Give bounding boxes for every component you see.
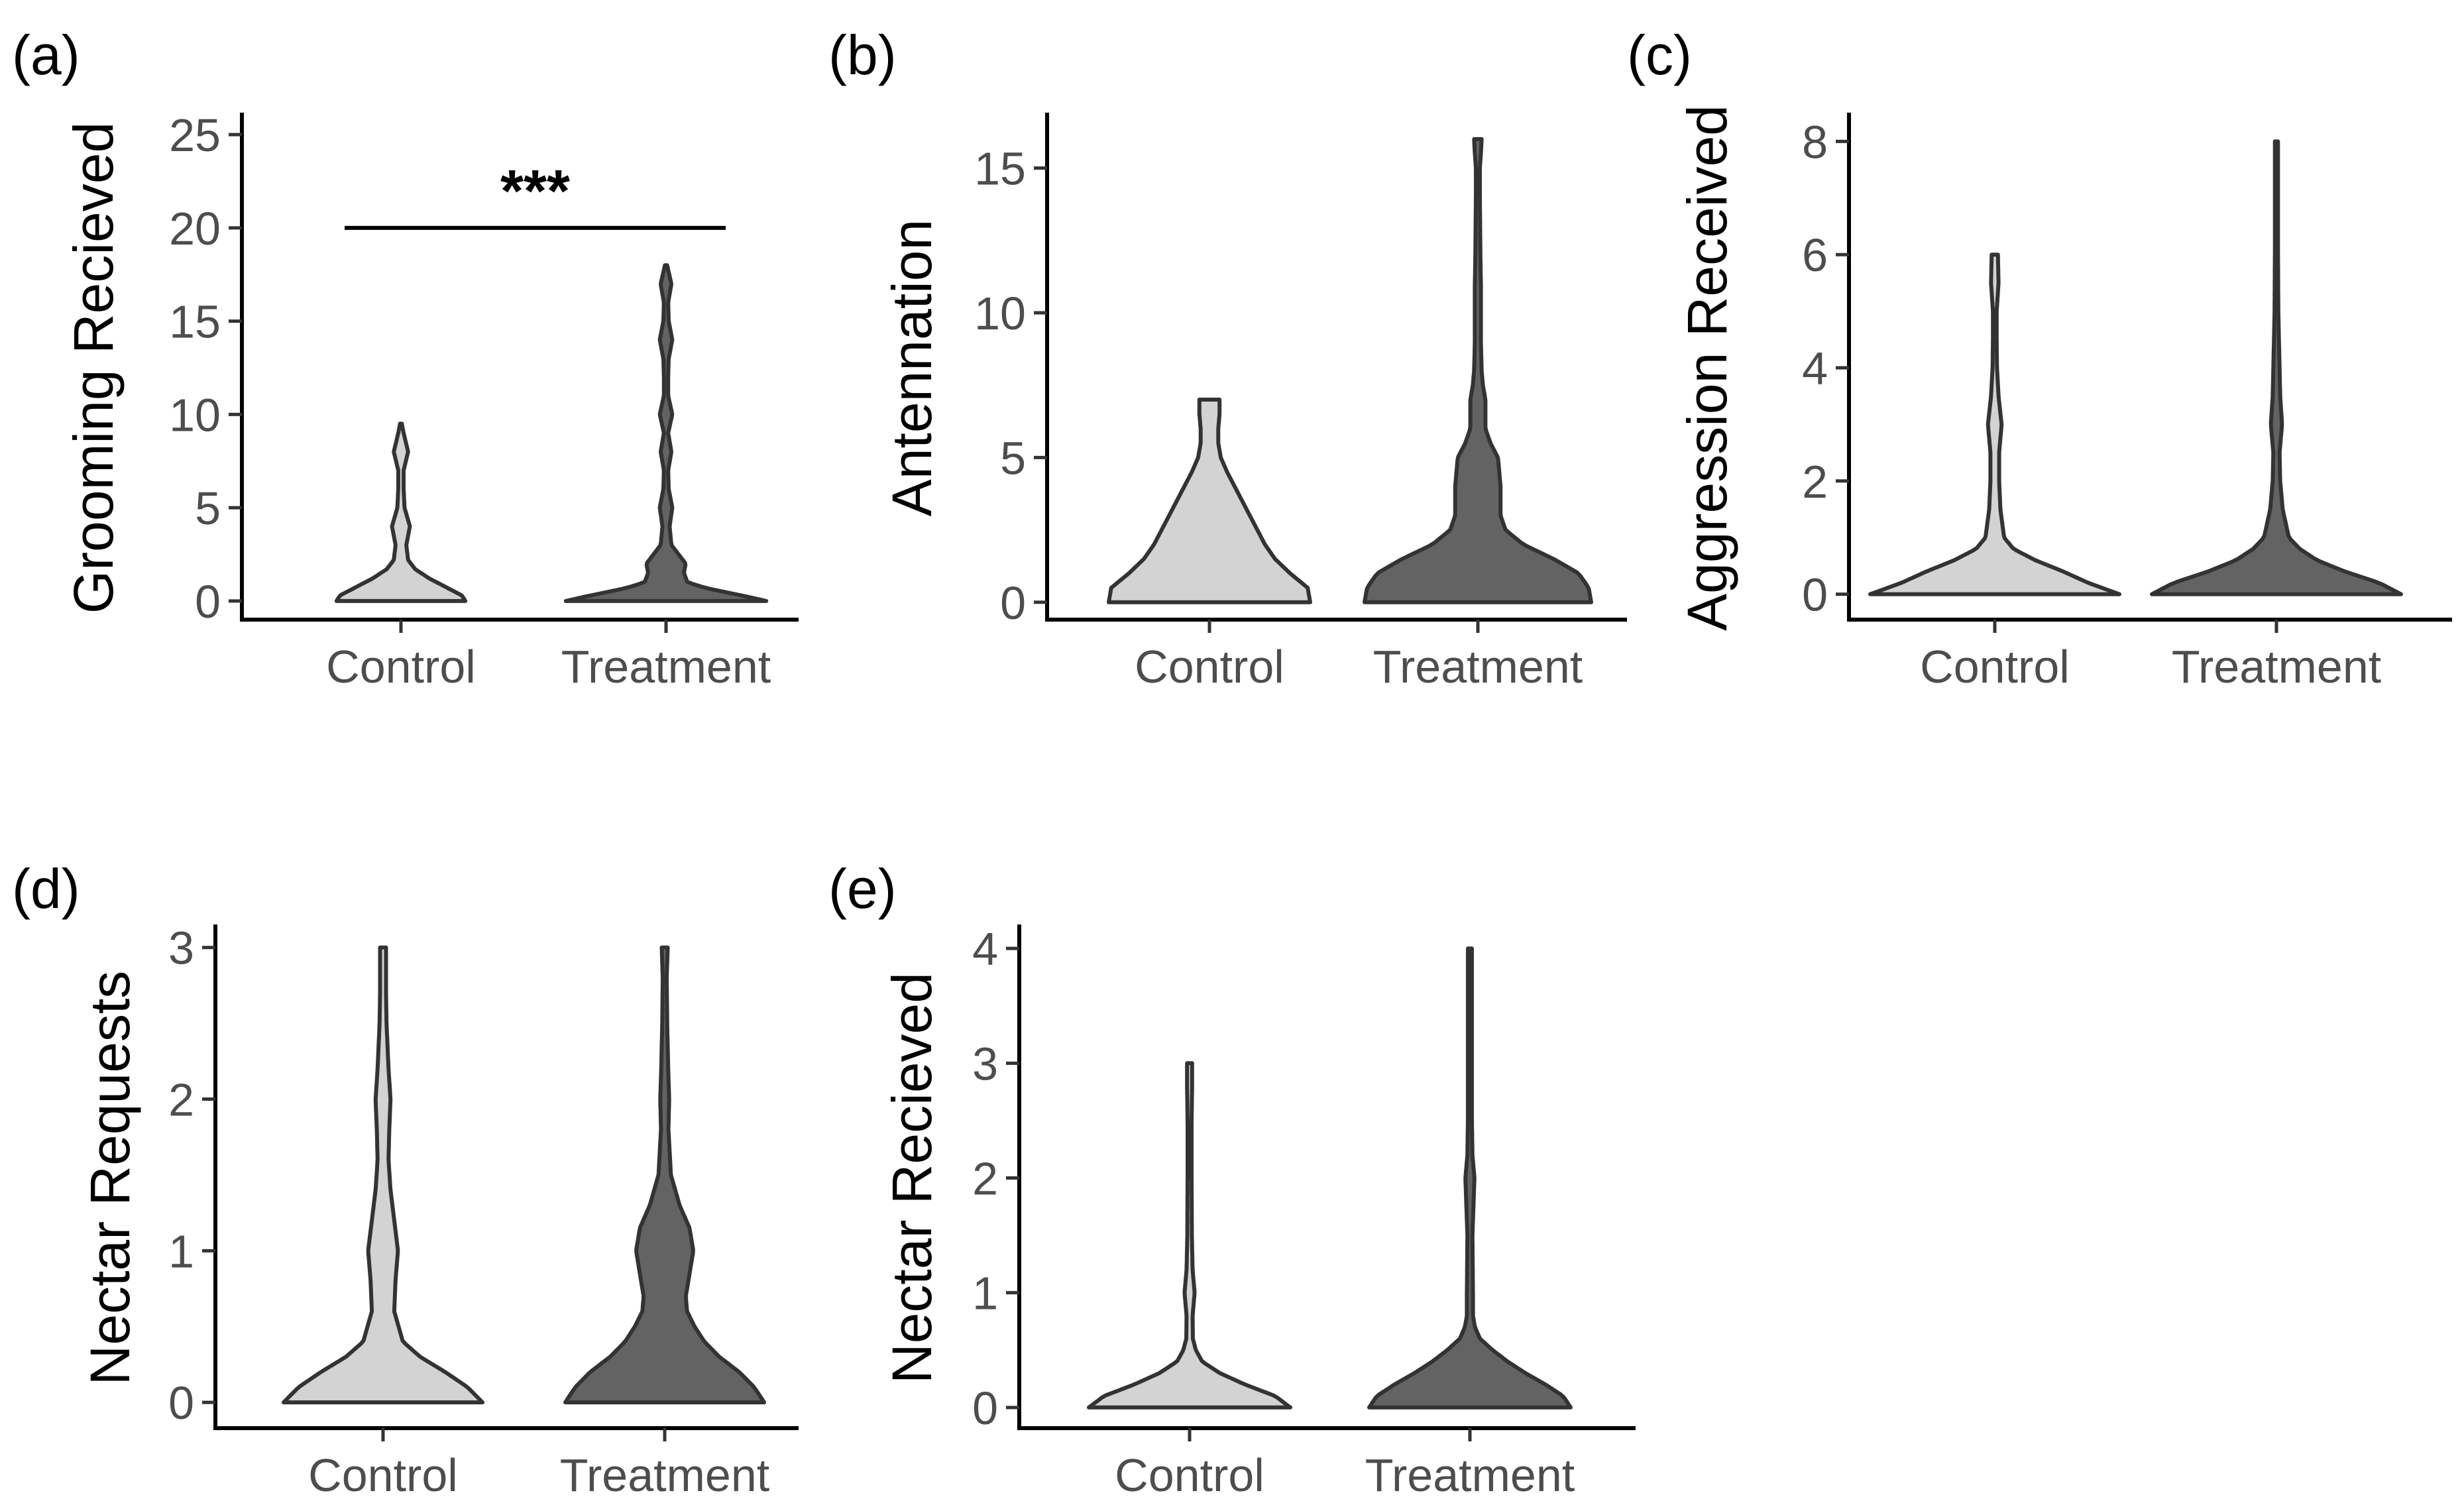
violin-control [282, 945, 484, 1405]
y-tick-label: 1 [972, 1268, 998, 1319]
y-tick-label: 15 [974, 143, 1026, 195]
y-tick-label: 0 [972, 1382, 998, 1434]
x-tick-label: Treatment [1373, 641, 1583, 693]
y-axis-label: Nectar Recieved [881, 972, 943, 1384]
y-tick-label: 0 [1802, 569, 1828, 621]
y-tick-label: 3 [972, 1038, 998, 1089]
y-tick-label: 2 [1802, 456, 1828, 508]
panel-letter: (a) [12, 24, 80, 86]
x-tick-label: Control [326, 641, 476, 693]
y-axis-label: Nectar Requests [79, 971, 141, 1386]
x-tick-label: Control [308, 1449, 458, 1501]
y-tick-label: 2 [168, 1074, 194, 1126]
y-tick-label: 3 [168, 922, 194, 974]
x-tick-label: Treatment [2172, 641, 2381, 693]
violin-treatment [563, 945, 766, 1405]
violin-control [1107, 398, 1312, 604]
violin-control [1087, 1061, 1292, 1410]
y-tick-label: 15 [169, 296, 221, 348]
y-tick-label: 10 [169, 389, 221, 441]
panel-letter: (b) [828, 24, 897, 86]
panel-letter: (c) [1627, 24, 1692, 86]
y-axis-label: Antennation [881, 219, 943, 516]
y-tick-label: 0 [168, 1377, 194, 1429]
panel-letter: (d) [12, 858, 80, 920]
y-axis-label: Grooming Recieved [62, 122, 125, 614]
violin-control [334, 421, 468, 603]
y-tick-label: 20 [169, 203, 221, 254]
y-tick-label: 8 [1802, 116, 1828, 168]
violin-treatment [1363, 137, 1593, 604]
y-tick-label: 0 [195, 576, 221, 628]
y-tick-label: 4 [1802, 343, 1828, 394]
y-tick-label: 6 [1802, 229, 1828, 281]
x-tick-label: Treatment [560, 1449, 769, 1501]
x-tick-label: Control [1135, 641, 1284, 693]
y-tick-label: 2 [972, 1153, 998, 1205]
violin-treatment [2150, 139, 2403, 596]
x-tick-label: Treatment [1365, 1449, 1575, 1501]
y-tick-label: 1 [168, 1225, 194, 1277]
significance-label: *** [500, 158, 570, 225]
y-tick-label: 5 [1000, 432, 1026, 484]
x-tick-label: Treatment [561, 641, 771, 693]
y-tick-label: 5 [195, 482, 221, 534]
y-axis-label: Aggression Received [1676, 105, 1738, 631]
violin-treatment [1367, 946, 1573, 1410]
y-tick-label: 10 [974, 288, 1026, 339]
y-tick-label: 25 [169, 109, 221, 161]
y-tick-label: 4 [972, 923, 998, 975]
violin-treatment [563, 263, 769, 603]
y-tick-label: 0 [1000, 577, 1026, 629]
x-tick-label: Control [1920, 641, 2070, 693]
violin-control [1868, 252, 2121, 596]
panel-letter: (e) [828, 858, 897, 920]
x-tick-label: Control [1115, 1449, 1264, 1501]
